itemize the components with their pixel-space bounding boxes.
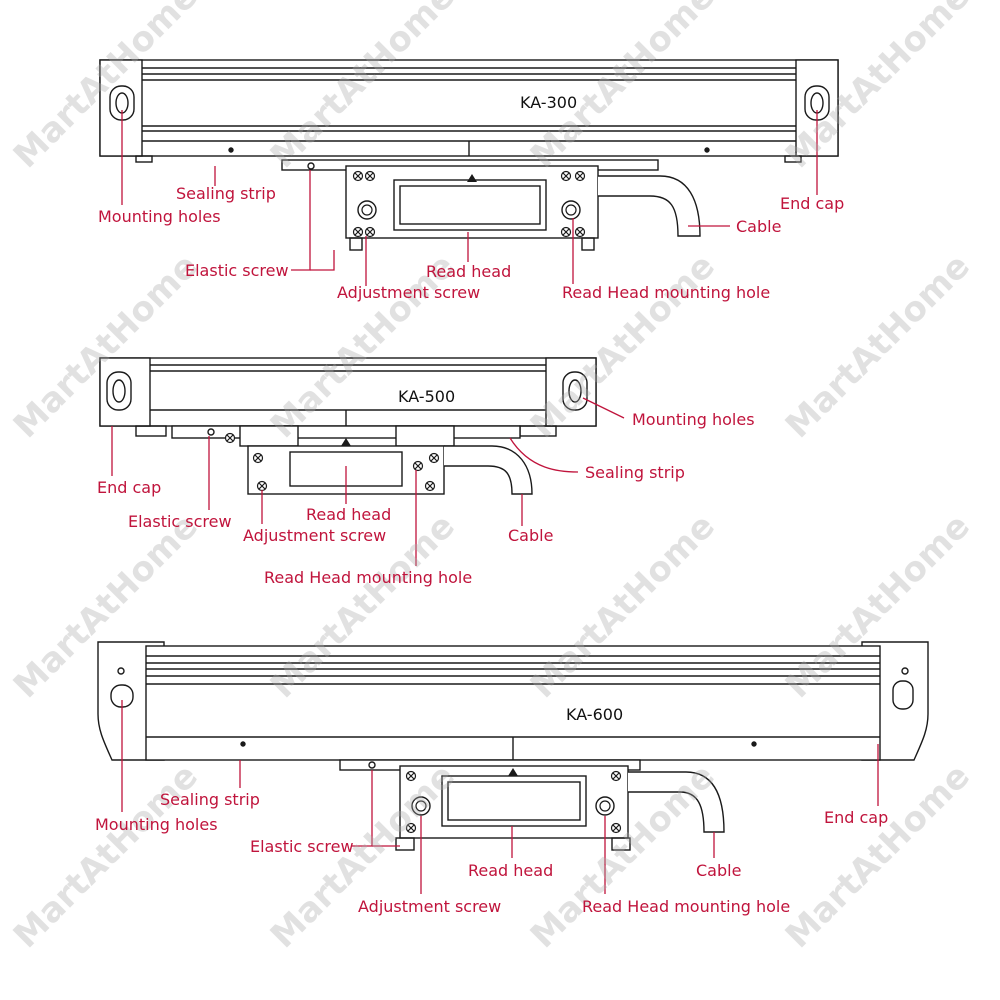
ka500-label-cable: Cable (508, 526, 554, 545)
ka600-label-end-cap: End cap (824, 808, 889, 827)
ka300-cable (598, 175, 701, 237)
ka300-scale-body (99, 59, 839, 157)
ka600-mounting-hole-right (892, 680, 914, 710)
ka600-label-mounting-holes: Mounting holes (95, 815, 218, 834)
ka500-label-mounting-holes: Mounting holes (632, 410, 755, 429)
ka500-label-read-head-mounting-hole: Read Head mounting hole (264, 568, 473, 587)
ka600-label-read-head: Read head (468, 861, 554, 880)
ka600-model-label: KA-600 (566, 705, 624, 724)
ka500-label-elastic-screw: Elastic screw (128, 512, 232, 531)
ka500-label-read-head: Read head (306, 505, 392, 524)
ka300-label-elastic-screw: Elastic screw (185, 261, 289, 280)
ka600-diagram (97, 641, 929, 851)
ka500-scale-body (99, 357, 597, 427)
ka300-label-read-head-mounting-hole: Read Head mounting hole (562, 283, 771, 302)
ka300-label-adjustment-screw: Adjustment screw (337, 283, 481, 302)
ka300-label-end-cap: End cap (780, 194, 845, 213)
ka600-label-read-head-mounting-hole: Read Head mounting hole (582, 897, 791, 916)
ka500-diagram (99, 357, 597, 495)
ka600-label-cable: Cable (696, 861, 742, 880)
ka300-end-cap-left (99, 59, 143, 157)
ka300-label-read-head: Read head (426, 262, 512, 281)
ka300-model-label: KA-300 (520, 93, 578, 112)
ka500-mounting-hole-left (106, 371, 132, 411)
ka600-label-adjustment-screw: Adjustment screw (358, 897, 502, 916)
ka500-label-end-cap: End cap (97, 478, 162, 497)
ka500-cable (444, 445, 533, 495)
ka500-mounting-hole-right (562, 371, 588, 411)
ka500-label-adjustment-screw: Adjustment screw (243, 526, 387, 545)
ka300-label-cable: Cable (736, 217, 782, 236)
ka300-label-sealing-strip: Sealing strip (176, 184, 276, 203)
ka500-end-cap-right (545, 357, 597, 427)
ka500-model-label: KA-500 (398, 387, 456, 406)
ka500-sealing-strip (135, 425, 167, 437)
ka300-sealing-strip (135, 155, 153, 163)
ka500-label-sealing-strip: Sealing strip (585, 463, 685, 482)
ka300-label-mounting-holes: Mounting holes (98, 207, 221, 226)
ka600-label-elastic-screw: Elastic screw (250, 837, 354, 856)
ka600-label-sealing-strip: Sealing strip (160, 790, 260, 809)
ka300-diagram (99, 59, 839, 251)
ka600-cable (628, 771, 725, 833)
